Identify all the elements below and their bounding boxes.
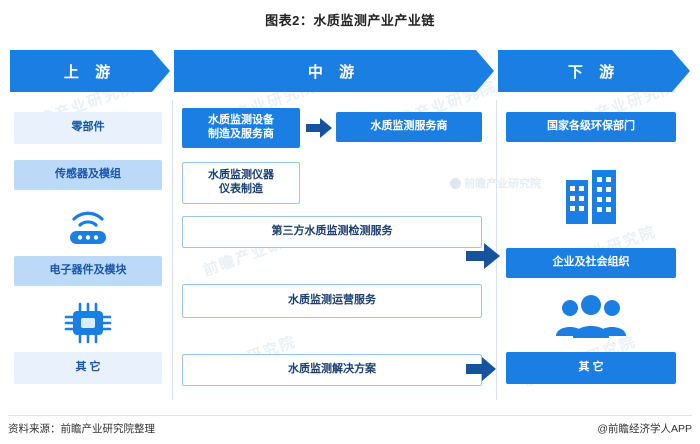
upstream-item-3[interactable]: 其 它 xyxy=(14,352,162,384)
midstream-item-3[interactable]: 水质监测运营服务 xyxy=(182,284,482,318)
watermark-logo-icon xyxy=(450,177,461,189)
buildings-icon xyxy=(556,166,626,226)
arrow-midstream-to-service xyxy=(306,118,332,138)
midstream-item-4[interactable]: 水质监测解决方案 xyxy=(182,354,482,386)
midstream-item-2[interactable]: 第三方水质监测检测服务 xyxy=(182,216,482,248)
column-divider xyxy=(172,100,173,400)
source-note: 资料来源：前瞻产业研究院整理 xyxy=(8,423,155,435)
downstream-item-0[interactable]: 国家各级环保部门 xyxy=(506,112,676,142)
arrow-mid-to-downstream-2 xyxy=(466,357,496,381)
midstream-item-0[interactable]: 水质监测设备 制造及服务商 xyxy=(182,108,300,148)
upstream-item-0[interactable]: 零部件 xyxy=(14,112,162,144)
stage-downstream: 下 游 xyxy=(498,50,690,92)
downstream-item-2[interactable]: 其 它 xyxy=(506,352,676,384)
midstream-service-provider[interactable]: 水质监测服务商 xyxy=(336,112,482,142)
upstream-item-2[interactable]: 电子器件及模块 xyxy=(14,256,162,286)
upstream-item-1[interactable]: 传感器及模组 xyxy=(14,160,162,190)
arrow-mid-to-downstream-1 xyxy=(466,243,500,269)
page-title: 图表2：水质监测产业产业链 xyxy=(265,13,435,28)
stage-midstream: 中 游 xyxy=(174,50,494,92)
people-icon xyxy=(552,292,630,342)
stage-upstream: 上 游 xyxy=(10,50,170,92)
chip-icon xyxy=(62,300,114,346)
wifi-sensor-icon xyxy=(58,205,118,247)
footer-divider xyxy=(8,415,692,416)
downstream-item-1[interactable]: 企业及社会组织 xyxy=(506,248,676,278)
credit-note: @前瞻经济学人APP xyxy=(597,423,692,435)
midstream-item-1[interactable]: 水质监测仪器 仪表制造 xyxy=(182,162,300,204)
stage-band: 上 游 中 游 下 游 xyxy=(10,50,690,92)
column-divider xyxy=(496,100,497,400)
